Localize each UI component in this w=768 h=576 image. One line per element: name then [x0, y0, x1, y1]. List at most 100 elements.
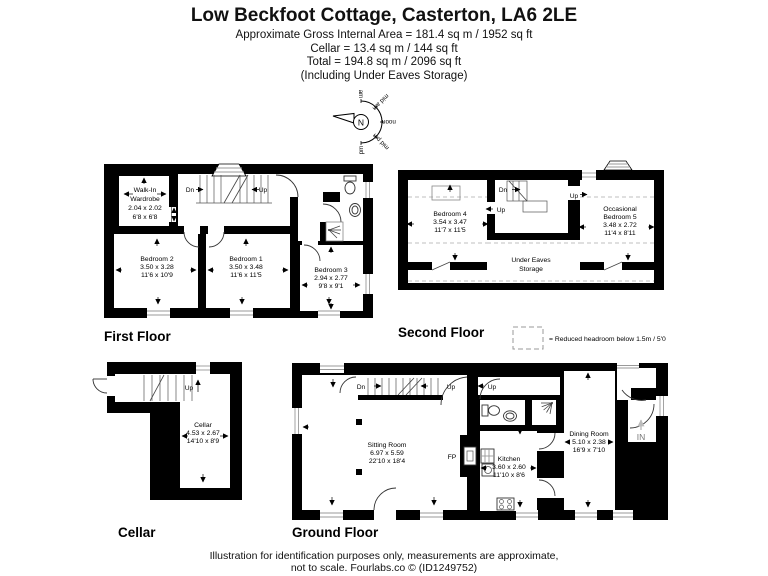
shower-icon [325, 221, 344, 242]
cellar-area-line: Cellar = 13.4 sq m / 144 sq ft [310, 42, 458, 55]
wc-toilet-icon [481, 404, 500, 417]
toilet-icon [343, 175, 357, 195]
bedroom5-name-1: Occasional [603, 206, 637, 213]
gf-shower-icon [541, 402, 553, 415]
kitchen-metric: 3.60 x 2.60 [492, 464, 526, 471]
kitchen-dining-door-arc [538, 432, 556, 450]
sitting-room-imperial: 22'10 x 18'4 [369, 458, 405, 465]
ff-stair-up-label: Up [259, 187, 268, 194]
first-floor-stairs [196, 174, 272, 204]
bedroom2-room [114, 234, 198, 308]
second-floor-chimney [603, 160, 633, 171]
footer-line-1: Illustration for identification purposes… [209, 550, 559, 562]
bedroom5-imperial: 11'4 x 8'11 [604, 230, 636, 237]
kitchen-worktop-icon [480, 448, 495, 464]
wc-sink-icon [503, 410, 517, 422]
bedroom3-imperial: 9'8 x 9'1 [319, 283, 344, 290]
cellar-label: Cellar [118, 525, 156, 540]
wardrobe-metric: 2.04 x 2.02 [128, 205, 162, 212]
eaves-corridor [408, 270, 654, 283]
first-floor-label: First Floor [104, 329, 171, 344]
bedroom2-imperial: 11'6 x 10'9 [141, 272, 173, 279]
bedroom5-name-2: Bedroom 5 [603, 214, 636, 221]
cooker-icon [496, 497, 515, 511]
cellar-imperial: 14'10 x 8'9 [187, 438, 220, 445]
footer-line-2: not to scale. Fourlabs.co © (ID1249752) [290, 562, 478, 574]
cellar-stairs [143, 374, 193, 402]
bedroom1-metric: 3.50 x 3.48 [229, 264, 263, 271]
first-floor-dim-arrows [115, 177, 361, 310]
sitting-door-arc-left [339, 376, 357, 394]
ground-floor-dim-arrows [302, 372, 614, 508]
cellar-door-arc [92, 378, 108, 394]
bedroom2-metric: 3.50 x 3.28 [140, 264, 174, 271]
dining-rear-door-arc [538, 479, 556, 497]
ground-floor-corridor [478, 377, 560, 395]
second-floor-plan: Dn Up Up Bedroom 4 3.54 x 3.47 11'7 x 11… [398, 160, 666, 350]
entrance-porch [617, 368, 656, 388]
dining-room-metric: 5.10 x 2.38 [572, 439, 606, 446]
hall-door-arc [275, 174, 299, 198]
compass-am: am [357, 90, 364, 99]
cellar-metric: 4.53 x 2.67 [186, 430, 220, 437]
walk-in-wardrobe-room [119, 176, 169, 226]
cellar-room [180, 374, 230, 488]
bedroom4-metric: 3.54 x 3.47 [433, 219, 467, 226]
bedroom4-name: Bedroom 4 [433, 211, 466, 218]
ground-floor-windows [292, 363, 668, 520]
compass-pm: pm [358, 146, 365, 155]
compass-north: N [358, 118, 364, 128]
sf-stair-up-right-label: Up [570, 193, 579, 200]
cellar-stair-up-label: Up [185, 385, 194, 392]
porch-door-arc [621, 389, 647, 401]
legend: = Reduced headroom below 1.5m / 5'0 [512, 326, 666, 350]
bedroom3-door-arc [303, 244, 321, 262]
dining-room [564, 371, 615, 510]
second-floor-label: Second Floor [398, 325, 485, 340]
compass-mid-pm: mid pm [372, 132, 391, 151]
sink-icon [349, 203, 361, 217]
reduced-headroom-dashes [408, 196, 654, 282]
sf-stair-up-left-label: Up [497, 207, 506, 214]
bedroom5-metric: 3.48 x 2.72 [603, 222, 637, 229]
wc-lobby-door-arc [479, 378, 501, 400]
gross-area-line: Approximate Gross Internal Area = 181.4 … [235, 29, 533, 41]
bedroom1-name: Bedroom 1 [229, 256, 262, 263]
first-floor-plan: Dn Up [104, 163, 373, 344]
north-arrow-icon [332, 112, 355, 124]
gf-stair-up-right-label: Up [488, 384, 497, 391]
bedroom2-name: Bedroom 2 [140, 256, 173, 263]
sf-stair-dn-label: Dn [499, 187, 508, 194]
wardrobe-name-1: Walk-In [134, 187, 157, 194]
bedroom4-rooflight [431, 185, 461, 201]
wardrobe-imperial: 6'8 x 6'8 [133, 214, 158, 221]
bedroom4-room [408, 180, 487, 262]
total-area-line: Total = 194.8 sq m / 2096 sq ft [306, 56, 462, 68]
bedroom2-door-arc [183, 231, 200, 248]
page-title: Low Beckfoot Cottage, Casterton, LA6 2LE [190, 5, 578, 26]
ff-stair-dn-label: Dn [186, 187, 195, 194]
kitchen-name: Kitchen [498, 456, 521, 463]
gf-stair-dn-label: Dn [357, 384, 366, 391]
first-floor-windows [147, 182, 373, 318]
bedroom1-room [206, 234, 290, 308]
bedroom4-door-leaf [431, 261, 451, 271]
under-eaves-label-2: Storage [519, 266, 543, 273]
cellar-dim-arrows [181, 433, 229, 483]
bedroom4-imperial: 11'7 x 11'5 [434, 227, 466, 234]
sitting-room-metric: 6.97 x 5.59 [370, 450, 404, 457]
ground-floor-plan: Dn Up Up [292, 363, 668, 540]
bedroom3-metric: 2.94 x 2.77 [314, 275, 348, 282]
legend-text: = Reduced headroom below 1.5m / 5'0 [549, 336, 666, 343]
header: Low Beckfoot Cottage, Casterton, LA6 2LE… [0, 0, 768, 83]
dining-room-name: Dining Room [569, 431, 609, 438]
under-eaves-label-1: Under Eaves [511, 257, 551, 264]
sitting-door-arc-right [440, 376, 468, 406]
dining-room-imperial: 16'9 x 7'10 [573, 447, 606, 454]
fireplace-icon [463, 446, 477, 466]
post [356, 469, 362, 475]
second-floor-window [582, 170, 596, 180]
wardrobe-name-2: Wardrobe [130, 196, 160, 203]
